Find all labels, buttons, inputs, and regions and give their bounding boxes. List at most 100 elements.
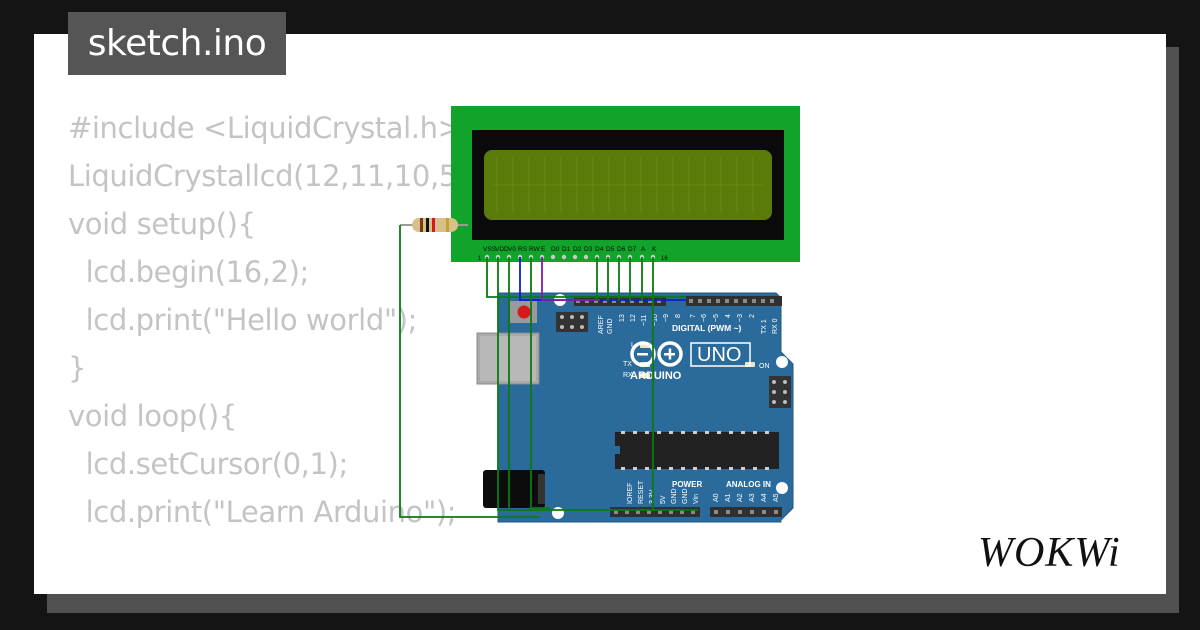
code-line: }: [68, 584, 558, 594]
logo-minus: [637, 353, 648, 356]
power-header-label: POWER: [672, 480, 702, 489]
pin-label: 12: [630, 314, 637, 322]
analog-header-label: ANALOG IN: [726, 480, 771, 489]
pin-label: A1: [725, 493, 732, 502]
lcd-pin-label: E: [541, 246, 546, 253]
pin-label: 8: [675, 314, 682, 318]
pin-label: GND: [671, 488, 678, 504]
lcd-pin-label: D1: [562, 246, 571, 253]
lcd-pin-label: VSS: [483, 246, 497, 253]
l-led-label: L: [631, 342, 635, 349]
pin-label: 7: [690, 314, 697, 318]
rx-led: [640, 373, 650, 378]
resistor[interactable]: [400, 218, 468, 232]
tx-led-label: TX: [623, 361, 632, 368]
lcd-pin-label: V0: [508, 246, 516, 253]
icsp-header-right: [769, 376, 791, 408]
code-editor: #include <LiquidCrystal.h> LiquidCrystal…: [68, 104, 558, 594]
lcd-pin-label: D6: [617, 246, 626, 253]
pin-label: A4: [761, 493, 768, 502]
lcd-pin-label: RW: [529, 246, 541, 253]
wokwi-logo: WOKWi: [978, 530, 1121, 576]
uno-badge: [690, 342, 751, 367]
wire-e[interactable]: [541, 257, 600, 301]
lcd-pin-label: VDD: [495, 246, 509, 253]
bottom-header-pins: [614, 510, 778, 514]
code-line: #include <LiquidCrystal.h>: [68, 111, 462, 145]
lcd-pin-label: D2: [573, 246, 582, 253]
on-led-label: ON: [759, 363, 770, 370]
pin-label: ~11: [641, 315, 648, 326]
lcd-pin-label: D5: [606, 246, 615, 253]
code-line: void setup(){: [68, 207, 256, 241]
lcd-pin-label: A: [641, 246, 646, 253]
pin-label: ~6: [701, 314, 708, 322]
pin-label: A2: [737, 493, 744, 502]
pin-label: TX 1: [761, 319, 768, 334]
lcd-16x2[interactable]: VSS VDD V0 RS RW E D0 D1 D2 D3 D4 D5 D6 …: [451, 106, 800, 262]
pin-label: A5: [773, 493, 780, 502]
pin-label: Vin: [693, 494, 700, 504]
power-jack-rim: [538, 474, 545, 504]
pin-label: 5V: [660, 495, 667, 504]
mounting-hole: [552, 507, 564, 519]
power-jack: [483, 470, 545, 508]
pin-label: AREF: [598, 315, 605, 334]
arduino-uno-board[interactable]: AREF GND 13 12 ~11 ~10 ~9 8 7 ~6 ~5 4 ~3…: [476, 292, 794, 523]
mounting-hole: [776, 482, 788, 494]
lcd-pin-label: D0: [551, 246, 560, 253]
reset-button[interactable]: [517, 305, 531, 319]
lcd-pin-start-label: 1: [478, 256, 482, 262]
digital-header-left[interactable]: [574, 296, 666, 306]
pin-label: GND: [682, 488, 689, 504]
pin-label: A3: [749, 493, 756, 502]
digital-pin-labels: AREF GND 13 12 ~11 ~10 ~9 8 7 ~6 ~5 4 ~3…: [598, 314, 779, 334]
rx-led-label: RX: [623, 372, 633, 379]
pin-label: RESET: [638, 480, 645, 504]
wire-vdd-5v[interactable]: [497, 257, 698, 511]
code-line: lcd.begin(16,2);: [68, 255, 310, 289]
code-line: lcd.print("Hello world");: [68, 303, 418, 337]
power-header[interactable]: [610, 507, 700, 517]
atmega-chip: [615, 431, 779, 470]
pin-label: 13: [619, 314, 626, 322]
pin-label: ~5: [713, 314, 720, 322]
lcd-pin-label: K: [652, 246, 657, 253]
analog-pin-labels: A0 A1 A2 A3 A4 A5: [713, 493, 780, 502]
wokwi-logo-text: WOKWi: [978, 530, 1121, 576]
code-line: }: [68, 351, 87, 385]
digital-header-label: DIGITAL (PWM ~): [672, 323, 742, 333]
wires: [399, 225, 698, 518]
file-name-tab[interactable]: sketch.ino: [68, 12, 286, 75]
lcd-pin-label: RS: [518, 246, 528, 253]
pin-label: RX 0: [772, 318, 779, 334]
pin-label: ~10: [652, 314, 659, 326]
lcd-pin-label: D4: [595, 246, 604, 253]
arduino-logo-icon: [630, 341, 683, 367]
analog-header[interactable]: [710, 507, 782, 517]
lcd-pin-labels: VSS VDD V0 RS RW E D0 D1 D2 D3 D4 D5 D6 …: [483, 246, 657, 253]
wire-rw[interactable]: [530, 257, 550, 509]
lcd-pin-label: D3: [584, 246, 593, 253]
lcd-pins: [484, 254, 656, 260]
wire-resistor[interactable]: [399, 225, 540, 518]
wire-vss-gnd[interactable]: [486, 257, 686, 298]
logo-plus-v: [668, 348, 672, 360]
mounting-hole: [776, 356, 788, 368]
code-line: lcd.setCursor(0,1);: [68, 447, 349, 481]
pin-label: A0: [713, 493, 720, 502]
lcd-pin-label: D7: [628, 246, 637, 253]
lcd-character-grid: [492, 156, 764, 213]
icsp-header-top: [556, 312, 588, 332]
uno-label: UNO: [697, 344, 741, 366]
digital-header-pins: [576, 299, 774, 303]
pin-label: ~9: [663, 314, 670, 322]
usb-port-inner: [480, 336, 536, 381]
arduino-brand-label: ARDUINO: [630, 370, 682, 382]
lcd-pin-end-label: 16: [661, 256, 668, 262]
code-line: void loop(){: [68, 399, 237, 433]
pin-label: 2: [749, 314, 756, 318]
pin-label: IOREF: [627, 483, 634, 504]
pin-label: GND: [607, 318, 614, 334]
